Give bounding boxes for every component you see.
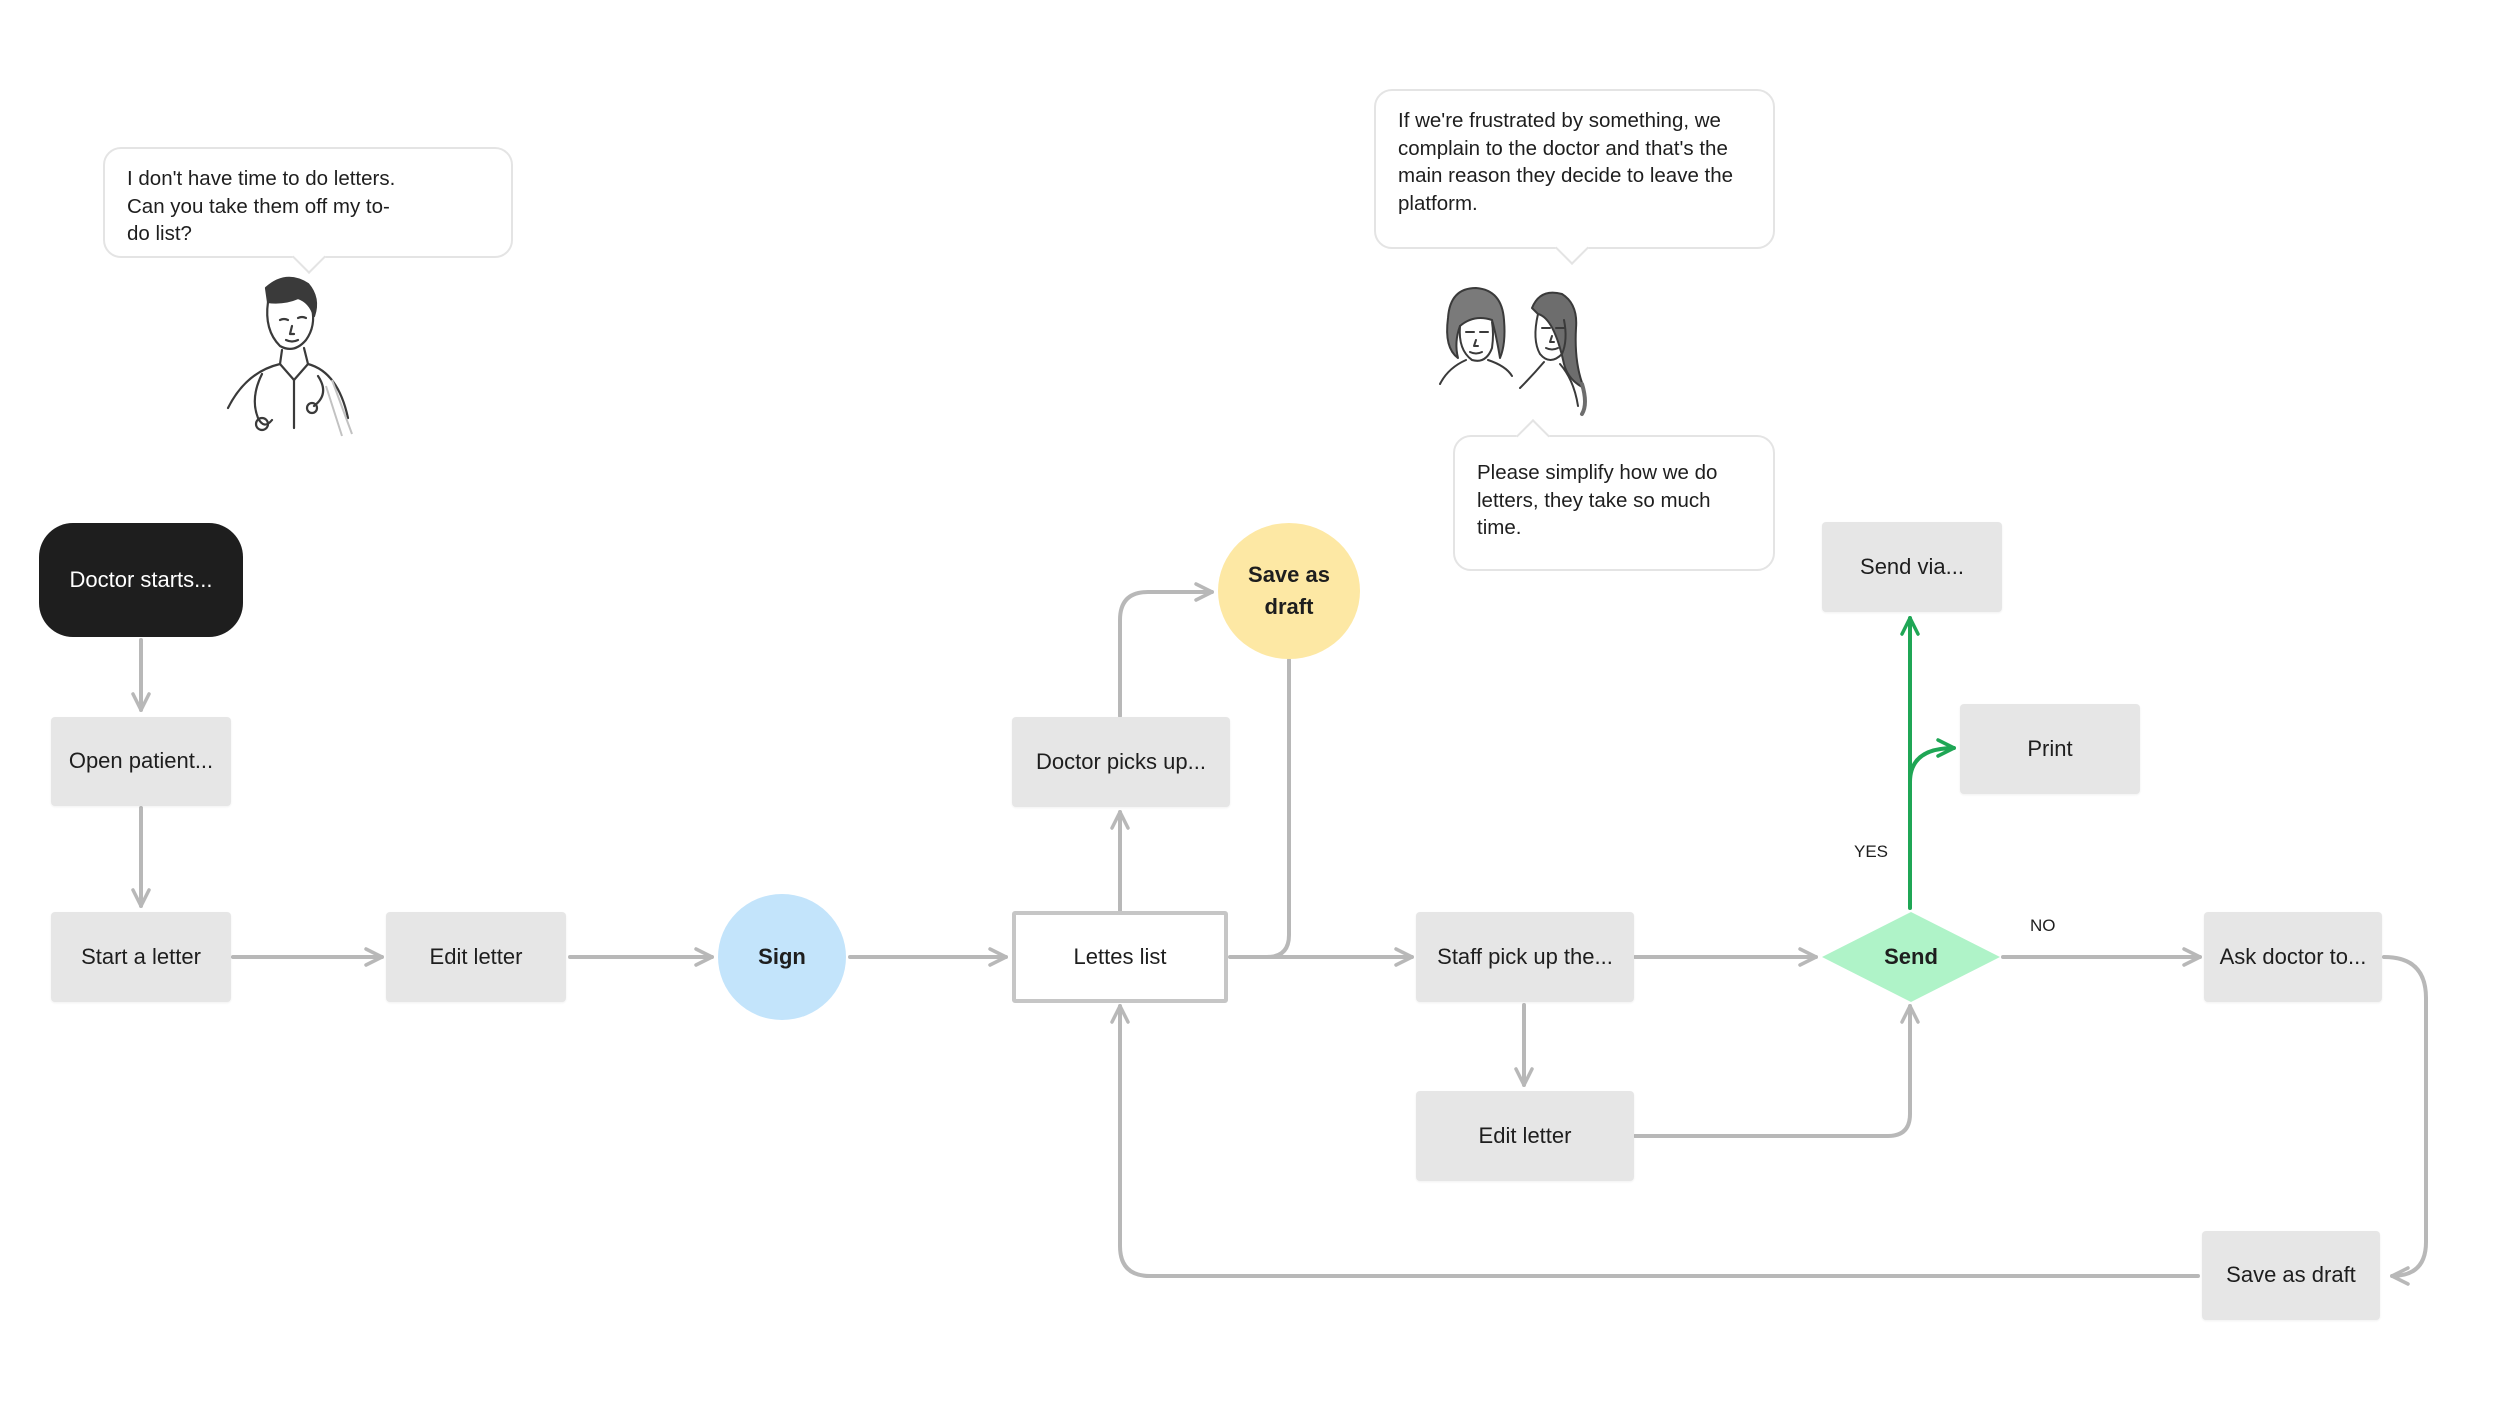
edge-ask-to-save-draft: [2382, 955, 2428, 1286]
edge-draft-to-staff: [1228, 658, 1414, 967]
doctor-starts-label: Doctor starts...: [69, 566, 213, 592]
save-as-draft-circle-label-1: Save as: [1248, 562, 1330, 588]
save-as-draft-circle-node[interactable]: Save as draft: [1218, 523, 1360, 659]
no-label: NO: [2030, 916, 2056, 935]
send-label: Send: [1884, 943, 1938, 969]
edit-letter-staff-label: Edit letter: [1478, 1122, 1572, 1148]
doctor-quote-bubble: I don't have time to do letters. Can you…: [103, 147, 513, 274]
doctor-picks-up-label: Doctor picks up...: [1036, 748, 1206, 774]
edge-doctor-picks-to-draft: [1118, 582, 1214, 718]
staff-frustrated-bubble: If we're frustrated by something, we com…: [1374, 89, 1775, 265]
edit-letter-staff-node[interactable]: Edit letter: [1416, 1091, 1634, 1181]
open-patient-label: Open patient...: [68, 748, 214, 774]
edit-letter-label: Edit letter: [429, 943, 523, 969]
doctor-quote-text: I don't have time to do letters. Can you…: [127, 167, 396, 246]
doctor-illustration: [226, 276, 353, 437]
send-via-node[interactable]: Send via...: [1822, 522, 2002, 612]
staff-pick-up-label: Staff pick up the...: [1437, 943, 1613, 969]
lettes-list-label: Lettes list: [1073, 943, 1167, 969]
start-letter-label: Start a letter: [81, 943, 201, 969]
sign-node[interactable]: Sign: [718, 894, 846, 1020]
print-node[interactable]: Print: [1960, 704, 2140, 794]
staff-frustrated-text: If we're frustrated by something, we com…: [1398, 109, 1734, 216]
send-decision-text: Send: [1820, 910, 2002, 1004]
staff-simplify-text: Please simplify how we do letters, they …: [1477, 461, 1718, 540]
doctor-picks-up-node[interactable]: Doctor picks up...: [1012, 717, 1230, 807]
staff-simplify-bubble: Please simplify how we do letters, they …: [1453, 419, 1775, 571]
save-as-draft-circle-label-2: draft: [1264, 594, 1314, 619]
staff-pick-up-node[interactable]: Staff pick up the...: [1416, 912, 1634, 1002]
edge-save-draft-to-list: [1110, 1004, 2200, 1278]
start-letter-node[interactable]: Start a letter: [51, 912, 231, 1002]
ask-doctor-node[interactable]: Ask doctor to...: [2204, 912, 2382, 1002]
send-decision-node[interactable]: [1820, 910, 2002, 1004]
send-via-label: Send via...: [1860, 553, 1964, 579]
ask-doctor-label: Ask doctor to...: [2219, 943, 2367, 969]
save-as-draft-bottom-label: Save as draft: [2226, 1262, 2356, 1288]
yes-label: YES: [1854, 842, 1889, 861]
sign-label: Sign: [758, 943, 806, 969]
edit-letter-node[interactable]: Edit letter: [386, 912, 566, 1002]
save-as-draft-bottom-node[interactable]: Save as draft: [2202, 1231, 2380, 1320]
doctor-starts-node[interactable]: Doctor starts...: [39, 523, 243, 637]
open-patient-node[interactable]: Open patient...: [51, 717, 231, 806]
lettes-list-node[interactable]: Lettes list: [1012, 911, 1228, 1003]
edge-edit2-to-send: [1633, 1004, 1920, 1138]
print-label: Print: [2027, 735, 2073, 761]
staff-illustration: [1439, 287, 1587, 416]
edge-send-to-print: [1908, 738, 1956, 792]
